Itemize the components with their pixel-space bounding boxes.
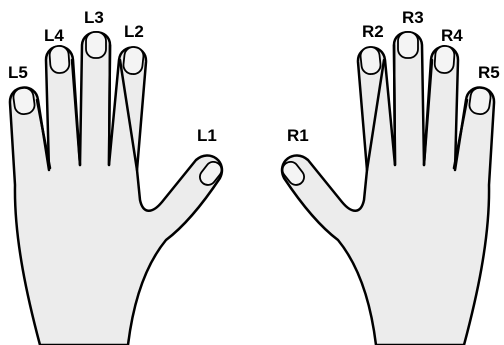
label-r1: R1	[287, 126, 309, 145]
label-r4: R4	[441, 26, 463, 45]
left-crease-l3-l2	[109, 45, 110, 165]
right-hand: R5 R4 R3 R2 R1	[279, 8, 499, 345]
right-hand-outline	[282, 32, 494, 345]
nail-l5	[12, 87, 35, 116]
label-l4: L4	[44, 26, 64, 45]
left-hand-outline	[10, 32, 222, 345]
label-l2: L2	[124, 22, 144, 41]
nail-l3	[86, 32, 106, 58]
nail-r4	[434, 45, 455, 73]
label-r2: R2	[362, 22, 384, 41]
label-r5: R5	[478, 63, 500, 82]
label-r3: R3	[402, 8, 424, 27]
left-hand: L5 L4 L3 L2 L1	[8, 8, 225, 345]
nail-l4	[49, 45, 70, 73]
nail-r3	[398, 32, 418, 58]
nail-r5	[468, 87, 491, 116]
label-l1: L1	[197, 126, 217, 145]
right-crease-r3-r2	[394, 45, 395, 165]
nail-r2	[360, 46, 382, 75]
label-l5: L5	[8, 63, 28, 82]
nail-l2	[123, 46, 145, 75]
label-l3: L3	[84, 8, 104, 27]
